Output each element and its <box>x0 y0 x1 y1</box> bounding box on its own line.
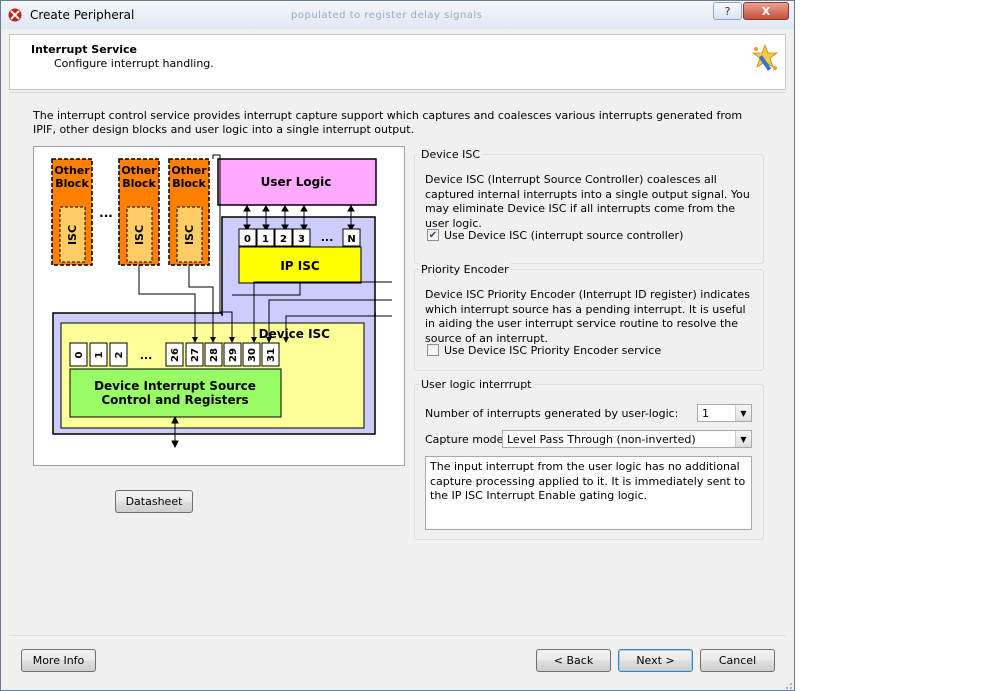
other-block-3-isc: ISC <box>183 225 196 245</box>
back-label: < Back <box>553 654 594 667</box>
num-interrupts-select[interactable]: 1 ▼ <box>697 404 752 422</box>
device-bit-28: 28 <box>209 348 220 362</box>
page-title: Interrupt Service <box>31 43 138 56</box>
user-logic-arrows <box>243 205 355 231</box>
other-block-2-label-bottom: Block <box>122 177 156 190</box>
ip-isc-block <box>238 246 362 284</box>
cancel-label: Cancel <box>718 654 757 667</box>
other-block-3-label-bottom: Block <box>172 177 206 190</box>
use-priority-encoder-checkbox[interactable] <box>427 344 439 356</box>
diagram-canvas: Device ISC Other Block ISC ... Other Blo… <box>51 154 392 449</box>
device-bit-0: 0 <box>74 351 85 358</box>
page-subtitle: Configure interrupt handling. <box>54 57 214 70</box>
priority-encoder-group <box>414 269 764 371</box>
ip-isc-ellipsis: ... <box>321 231 334 244</box>
other-block-3-label-top: Other <box>171 164 207 177</box>
back-button[interactable]: < Back <box>536 649 611 672</box>
dialog-window: Create Peripheral populated to register … <box>0 0 795 691</box>
close-icon: X <box>761 4 771 18</box>
user-logic-block <box>217 158 377 206</box>
use-device-isc-label[interactable]: Use Device ISC (interrupt source control… <box>444 229 684 242</box>
help-button[interactable]: ? <box>713 2 742 20</box>
device-bit-2: 2 <box>114 351 125 358</box>
other-block-2: Other Block ISC <box>118 158 160 266</box>
cancel-button[interactable]: Cancel <box>700 649 775 672</box>
device-isc-group <box>414 154 764 264</box>
device-isc-label: Device ISC <box>259 327 331 341</box>
next-button[interactable]: Next > <box>618 649 693 672</box>
ip-isc-bit-0: 0 <box>244 234 251 245</box>
ip-isc-label: IP ISC <box>280 259 320 273</box>
device-isc-description: Device ISC (Interrupt Source Controller)… <box>425 173 750 230</box>
header-panel: Interrupt Service Configure interrupt ha… <box>9 34 786 90</box>
ip-isc-bit-3: 3 <box>298 234 305 245</box>
interrupt-diagram: Device ISC Other Block ISC ... Other Blo… <box>33 146 405 466</box>
checkmark-icon: ✔ <box>428 229 438 241</box>
ip-isc-bits: 0 1 2 3 ... N <box>238 228 361 247</box>
connection-arrowheads <box>192 337 289 343</box>
other-block-1-label-bottom: Block <box>55 177 89 190</box>
title-bar: Create Peripheral populated to register … <box>1 1 794 29</box>
background-window-text: populated to register delay signals <box>291 10 483 21</box>
connection-lines <box>138 154 392 341</box>
window-title: Create Peripheral <box>30 8 135 22</box>
other-block-2-isc: ISC <box>133 225 146 245</box>
priority-encoder-group-title: Priority Encoder <box>419 263 511 276</box>
device-bit-31: 31 <box>266 348 277 362</box>
intro-description: The interrupt control service provides i… <box>33 109 743 136</box>
region-join <box>223 307 374 317</box>
device-bit-26: 26 <box>170 348 181 362</box>
device-source-line2: Control and Registers <box>101 393 248 407</box>
capture-mode-select[interactable]: Level Pass Through (non-inverted) ▼ <box>502 430 752 448</box>
more-info-label: More Info <box>32 654 85 667</box>
device-bit-30: 30 <box>247 348 258 362</box>
use-device-isc-checkbox[interactable]: ✔ <box>427 229 439 241</box>
output-arrow <box>171 415 179 449</box>
app-icon <box>8 8 22 22</box>
other-blocks-ellipsis: ... <box>99 206 113 220</box>
wizard-wand-icon <box>751 43 779 71</box>
chevron-down-icon: ▼ <box>735 405 751 421</box>
num-interrupts-label: Number of interrupts generated by user-l… <box>425 407 679 420</box>
priority-encoder-description: Device ISC Priority Encoder (Interrupt I… <box>425 288 750 345</box>
capture-mode-label: Capture mode: <box>425 433 508 446</box>
ip-isc-bit-1: 1 <box>262 234 269 245</box>
use-priority-encoder-label[interactable]: Use Device ISC Priority Encoder service <box>444 344 662 357</box>
datasheet-button-label: Datasheet <box>125 495 183 508</box>
user-logic-label: User Logic <box>261 175 332 189</box>
ip-isc-bit-2: 2 <box>280 234 287 245</box>
footer-separator <box>9 635 786 636</box>
capture-mode-description: The input interrupt from the user logic … <box>425 456 752 530</box>
user-logic-group-title: User logic interrrupt <box>419 378 534 391</box>
other-block-3: Other Block ISC <box>168 158 210 266</box>
other-block-1-isc: ISC <box>66 225 79 245</box>
more-info-button[interactable]: More Info <box>21 649 96 672</box>
device-bit-29: 29 <box>228 348 239 362</box>
next-label: Next > <box>636 654 675 667</box>
device-isc-group-title: Device ISC <box>419 148 483 161</box>
ip-isc-bit-n: N <box>347 234 355 245</box>
other-block-1-label-top: Other <box>54 164 90 177</box>
device-source-line1: Device Interrupt Source <box>94 379 256 393</box>
device-bit-1: 1 <box>94 351 105 358</box>
close-button[interactable]: X <box>743 2 789 20</box>
device-bits-ellipsis: ... <box>140 349 153 362</box>
num-interrupts-value: 1 <box>702 407 709 420</box>
device-isc-bits: 0 1 2 ... 26 27 28 29 30 31 <box>69 342 280 367</box>
other-block-1: Other Block ISC <box>51 158 93 266</box>
help-label: ? <box>724 4 731 18</box>
user-logic-group <box>414 384 764 540</box>
header-separator <box>9 92 786 93</box>
chevron-down-icon: ▼ <box>735 431 751 447</box>
datasheet-button[interactable]: Datasheet <box>115 490 193 513</box>
other-block-2-label-top: Other <box>121 164 157 177</box>
resize-grip-icon[interactable] <box>781 678 793 690</box>
device-bit-27: 27 <box>190 348 201 362</box>
capture-mode-value: Level Pass Through (non-inverted) <box>507 433 696 446</box>
